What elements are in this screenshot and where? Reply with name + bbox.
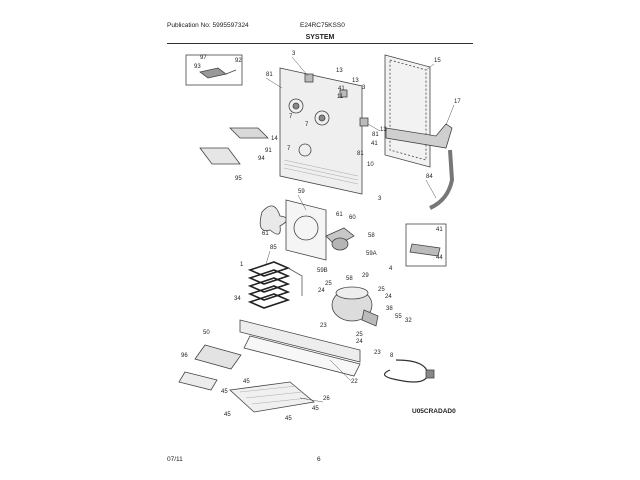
part-drain-pan <box>194 344 242 370</box>
part-callout: 92 <box>235 58 242 64</box>
part-callout: 34 <box>234 296 241 302</box>
part-callout: 15 <box>434 58 441 64</box>
part-callout: 24 <box>318 288 325 294</box>
part-grille-bottom <box>199 147 241 165</box>
part-callout: 45 <box>243 379 250 385</box>
part-evaporator-cover <box>279 67 363 195</box>
part-callout: 38 <box>386 306 393 312</box>
part-callout: 25 <box>378 287 385 293</box>
part-base-plate <box>239 319 361 363</box>
part-callout: 45 <box>285 416 292 422</box>
part-fan-hole-1 <box>288 98 304 114</box>
part-callout: 59 <box>298 189 305 195</box>
part-drain-pan-lower <box>178 371 218 391</box>
part-callout: 41 <box>436 227 443 233</box>
part-callout: 96 <box>181 353 188 359</box>
part-fan-blade <box>259 205 288 235</box>
part-callout: 3 <box>378 196 382 202</box>
part-callout: 7 <box>305 122 309 128</box>
part-callout: 11 <box>337 94 344 100</box>
part-back-panel <box>384 54 431 168</box>
part-callout: 55 <box>395 314 402 320</box>
part-callout: 13 <box>352 78 359 84</box>
publication-number: Publication No: 5995597324 <box>167 22 249 29</box>
part-callout: 60 <box>349 215 356 221</box>
part-callout: 29 <box>362 273 369 279</box>
part-callout: 4 <box>389 266 393 272</box>
part-callout: 59B <box>317 268 328 274</box>
part-callout: 81 <box>266 72 273 78</box>
part-callout: 61 <box>336 212 343 218</box>
part-callout: 14 <box>271 136 278 142</box>
part-callout: 3 <box>292 51 296 57</box>
part-callout: 26 <box>323 396 330 402</box>
part-callout: 7 <box>287 146 291 152</box>
part-callout: 95 <box>235 176 242 182</box>
part-fan-hole-3 <box>298 143 312 157</box>
part-callout: 81 <box>357 151 364 157</box>
part-callout: 13 <box>336 68 343 74</box>
part-callout: 3 <box>362 85 366 91</box>
part-callout: 91 <box>265 148 272 154</box>
part-bracket <box>385 123 453 149</box>
part-callout: 50 <box>203 330 210 336</box>
figure-code: U05CRADAD0 <box>412 408 456 415</box>
part-drain-tube <box>429 149 455 210</box>
part-fan-hole-2 <box>314 110 330 126</box>
part-callout: 7 <box>289 114 293 120</box>
part-callout: 45 <box>221 389 228 395</box>
model-number: E24RC75KSS0 <box>300 22 345 29</box>
part-callout: 94 <box>258 156 265 162</box>
part-callout: 93 <box>194 64 201 70</box>
part-callout: 1 <box>240 262 244 268</box>
part-callout: 13 <box>380 127 387 133</box>
part-callout: 97 <box>200 55 207 61</box>
part-power-cord <box>383 359 429 383</box>
section-title: SYSTEM <box>305 34 335 41</box>
part-callout: 59A <box>366 251 377 257</box>
part-callout: 44 <box>436 255 443 261</box>
part-callout: 58 <box>368 233 375 239</box>
part-callout: 24 <box>385 294 392 300</box>
part-callout: 32 <box>405 318 412 324</box>
part-callout: 25 <box>356 332 363 338</box>
part-callout: 58 <box>346 276 353 282</box>
part-callout: 23 <box>374 350 381 356</box>
part-callout: 84 <box>426 174 433 180</box>
part-callout: 85 <box>270 245 277 251</box>
part-fan-shroud <box>285 199 327 261</box>
part-callout: 10 <box>367 162 374 168</box>
part-callout: 22 <box>351 379 358 385</box>
part-callout: 61 <box>262 231 269 237</box>
footer-date: 07/11 <box>167 456 183 463</box>
part-callout: 45 <box>224 412 231 418</box>
part-callout: 45 <box>312 406 319 412</box>
part-callout: 23 <box>320 323 327 329</box>
part-callout: 25 <box>325 281 332 287</box>
part-bottom-tray <box>229 381 315 413</box>
part-grille-top <box>229 127 269 139</box>
inset-box-thermistor <box>185 54 243 86</box>
part-callout: 41 <box>371 141 378 147</box>
footer-page-number: 6 <box>317 456 321 463</box>
part-callout: 24 <box>356 339 363 345</box>
part-callout: 81 <box>372 132 379 138</box>
part-callout: 17 <box>454 99 461 105</box>
part-condenser-coil <box>247 261 291 309</box>
header-rule <box>167 43 473 44</box>
part-callout: 8 <box>390 353 394 359</box>
part-callout: 41 <box>338 86 345 92</box>
